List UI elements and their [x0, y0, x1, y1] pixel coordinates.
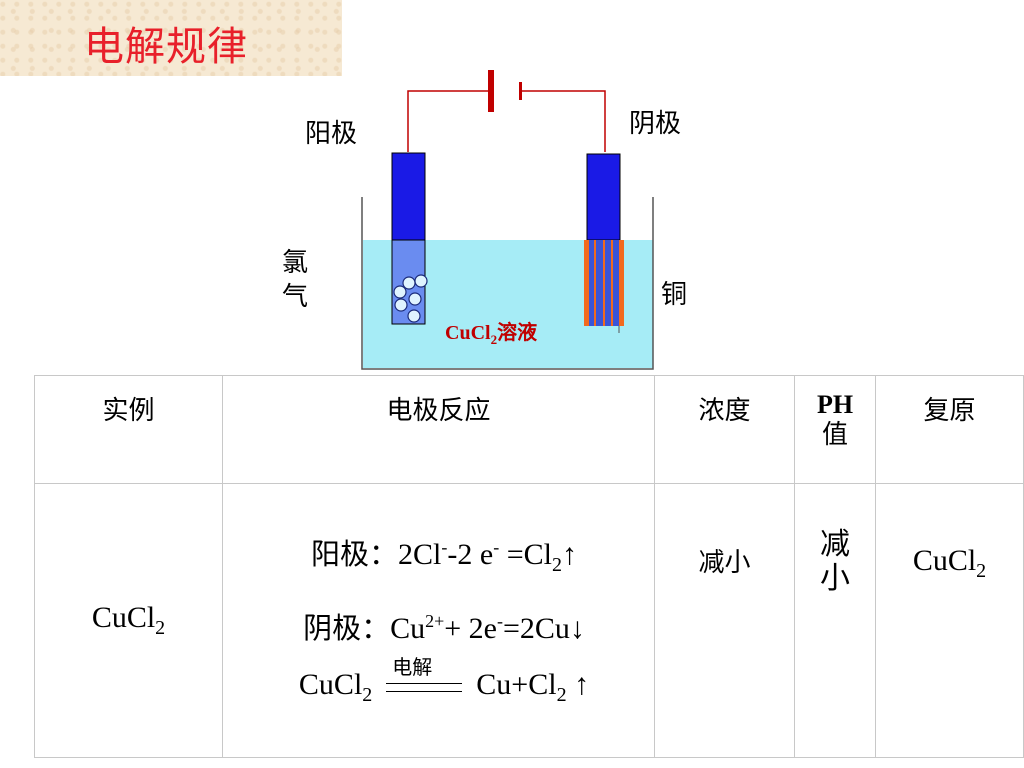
battery-icon [488, 70, 522, 112]
metal-label: 铜 [661, 280, 688, 310]
table-row: CuCl2 阳极：2Cl--2 e- =Cl2↑ 阴极：Cu2++ 2e-=2C… [34, 483, 1024, 758]
cathode-electrode [584, 153, 624, 333]
electrolysis-apparatus [361, 70, 654, 370]
title-banner: 电解规律 [0, 0, 342, 76]
cell-example: CuCl2 [34, 483, 223, 758]
cathode-reaction: 阴极：Cu2++ 2e-=2Cu↓ [303, 610, 585, 645]
cathode-label: 阴极 [629, 109, 682, 139]
header-concentration: 浓度 [654, 375, 795, 484]
cell-ph: 减小 [794, 483, 876, 758]
gas-bubbles [393, 274, 428, 323]
header-restore: 复原 [875, 375, 1024, 484]
page-title: 电解规律 [84, 24, 248, 70]
cell-reactions: 阳极：2Cl--2 e- =Cl2↑ 阴极：Cu2++ 2e-=2Cu↓ CuC… [222, 483, 655, 758]
beaker [361, 197, 654, 370]
gas-label: 氯气 [282, 248, 309, 312]
header-reaction: 电极反应 [222, 375, 655, 484]
anode-reaction: 阳极：2Cl--2 e- =Cl2↑ [311, 536, 577, 576]
circuit-wires [407, 90, 606, 152]
solution-label: CuCl2溶液 [445, 322, 538, 347]
cell-concentration: 减小 [654, 483, 795, 758]
cell-restore: CuCl2 [875, 483, 1024, 758]
header-example: 实例 [34, 375, 223, 484]
reaction-condition: 电解 [386, 655, 463, 707]
anode-label: 阳极 [305, 119, 358, 149]
